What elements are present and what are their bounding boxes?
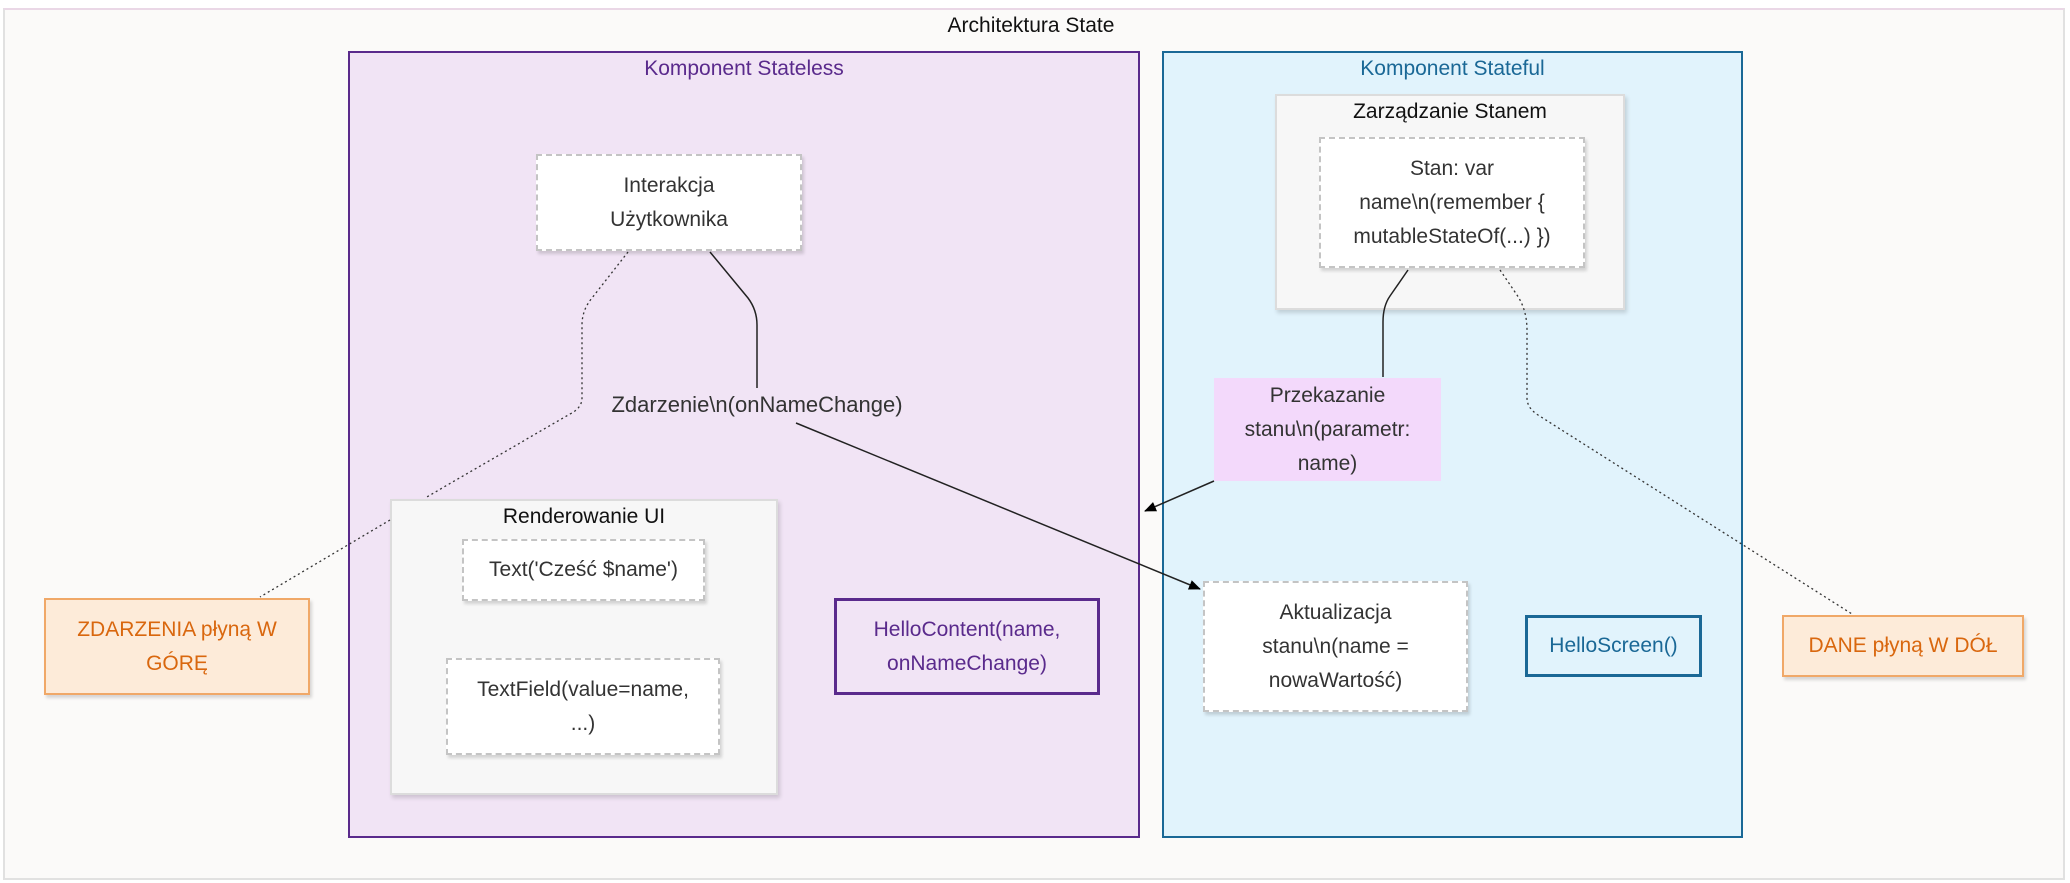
textfield-node: TextField(value=name,...) — [446, 658, 720, 755]
data-down-note: DANE płyną W DÓŁ — [1782, 615, 2024, 677]
interaction-to-event-edge — [709, 251, 758, 388]
pass-state-to-stateless-arrow — [1144, 480, 1215, 512]
text-node: Text('Cześć $name') — [462, 539, 705, 601]
diagram-title: Architektura State — [947, 14, 1115, 37]
state-to-data-down-dotted-edge — [1499, 269, 1853, 615]
ui-to-events-up-dotted-edge — [259, 519, 391, 598]
state-to-pass-edge — [1382, 269, 1409, 377]
stateless-title: Komponent Stateless — [644, 57, 844, 80]
ui-rendering-title: Renderowanie UI — [502, 505, 666, 528]
hello-screen-node: HelloScreen() — [1525, 615, 1702, 677]
hello-content-node: HelloContent(name,onNameChange) — [834, 598, 1100, 695]
stateful-title: Komponent Stateful — [1360, 57, 1545, 80]
interaction-to-ui-dotted-edge — [424, 251, 629, 499]
event-label: Zdarzenie\n(onNameChange) — [611, 392, 903, 417]
state-management-title: Zarządzanie Stanem — [1353, 100, 1547, 123]
event-to-update-arrow — [795, 422, 1201, 590]
